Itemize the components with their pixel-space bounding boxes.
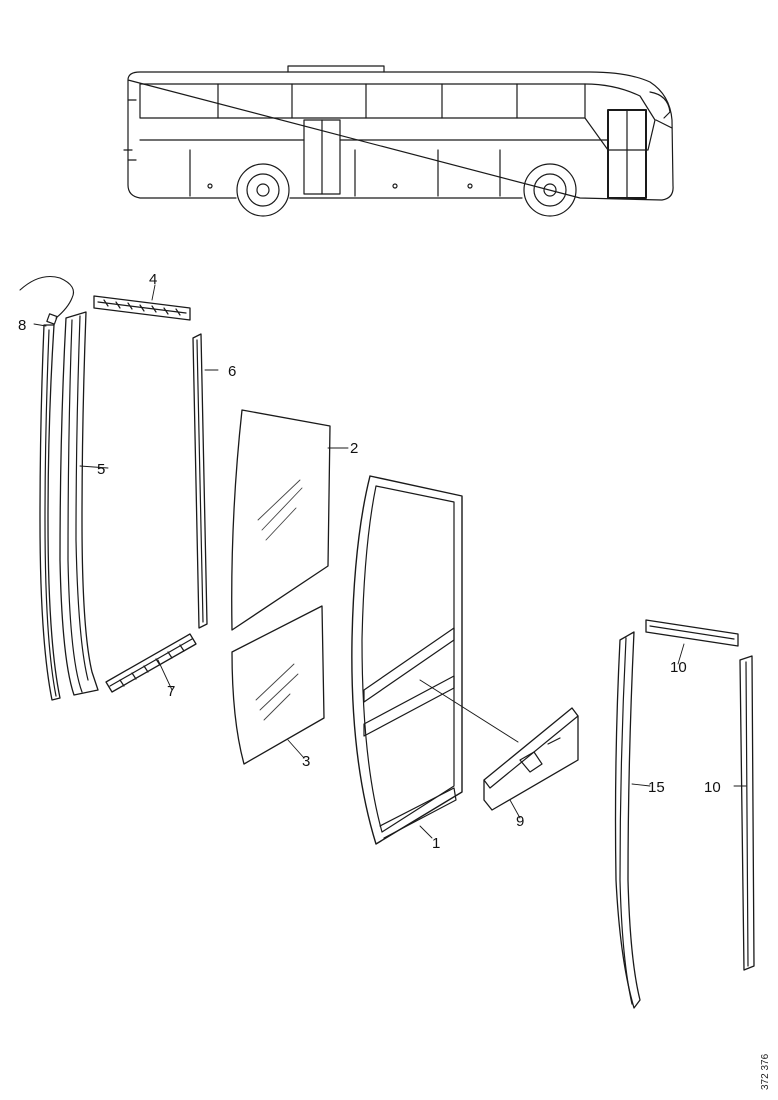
- part-3-lower-glass: [231, 605, 325, 765]
- callout-8: 8: [18, 317, 26, 334]
- callout-5: 5: [97, 461, 105, 478]
- bus-overview-illustration: [123, 65, 674, 217]
- front-wheel: [523, 163, 577, 217]
- part-8-seal-with-cable: [19, 275, 75, 701]
- callout-4: 4: [149, 271, 157, 288]
- part-7-bottom-rail: [105, 633, 197, 693]
- callout-10-strip: 10: [704, 779, 721, 796]
- callout-1: 1: [432, 835, 440, 852]
- part-6-vertical-strip: [192, 333, 208, 629]
- part-15-curved-pillar: [614, 631, 641, 1009]
- callout-labels: 4 6 2 5 8 7 3 1 9 10 15 10: [18, 271, 721, 852]
- part-1-door-frame: [351, 475, 463, 845]
- part-4-top-rail: [93, 295, 191, 321]
- part-10-top-piece: [645, 619, 739, 647]
- callout-9: 9: [516, 813, 524, 830]
- drawing-reference-number: 372 376: [760, 1053, 771, 1090]
- part-2-upper-glass: [231, 409, 331, 631]
- leader-lines: [33, 284, 747, 839]
- callout-10-top: 10: [670, 659, 687, 676]
- rear-wheel: [236, 163, 290, 217]
- callout-3: 3: [302, 753, 310, 770]
- callout-2: 2: [350, 440, 358, 457]
- callout-15: 15: [648, 779, 665, 796]
- part-9-bracket: [419, 679, 579, 811]
- part-10-vertical-strip: [739, 655, 755, 971]
- callout-7: 7: [167, 683, 175, 700]
- part-5-door-post: [59, 311, 99, 696]
- callout-6: 6: [228, 363, 236, 380]
